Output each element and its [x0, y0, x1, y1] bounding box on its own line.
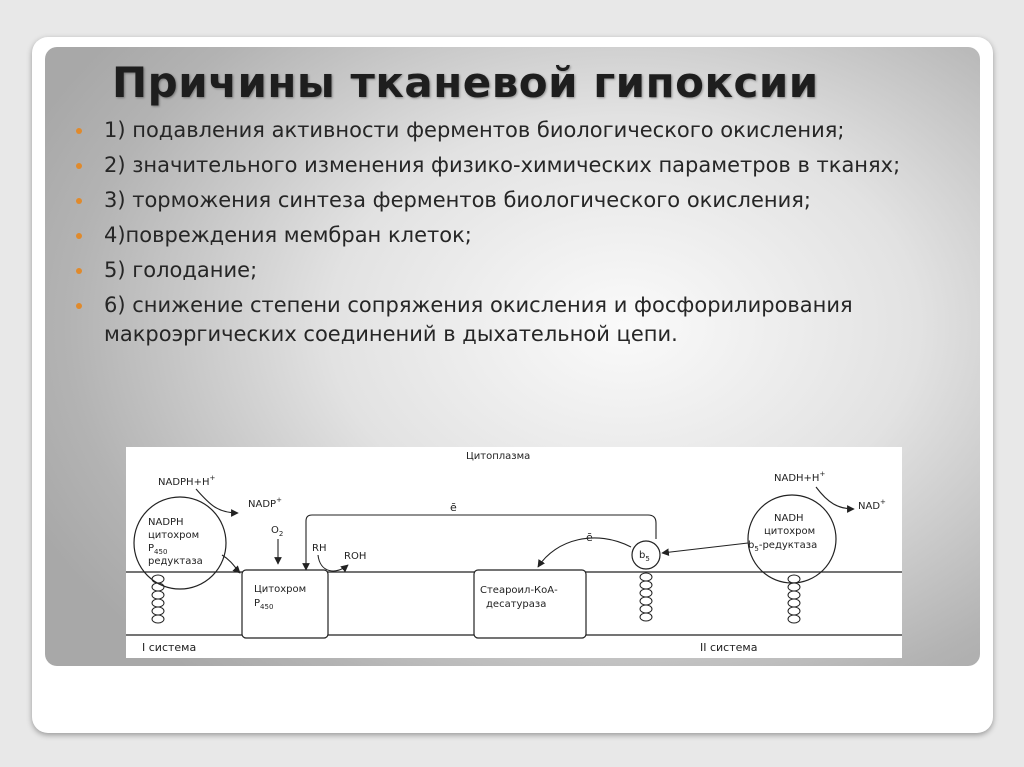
nadh-h-label: NADH+H+ [774, 470, 825, 484]
bullet-dot-icon [76, 128, 82, 134]
bullet-dot-icon [76, 198, 82, 204]
cytochrome-p450-line1: Цитохром [254, 584, 306, 595]
helix-left [151, 574, 165, 624]
bullet-dot-icon [76, 233, 82, 239]
bullet-list: 1) подавления активности ферментов биоло… [72, 116, 952, 355]
nadh-arrow [815, 486, 855, 513]
nadp-label: NADP+ [248, 496, 282, 510]
nadh-to-b5-arrow [661, 542, 749, 557]
nadh-reductase-circle [747, 494, 837, 584]
bullet-text-5: 5) голодание; [104, 258, 258, 282]
bullet-text-3: 3) торможения синтеза ферментов биологич… [104, 188, 811, 212]
system1-label: I система [142, 641, 196, 654]
cytochrome-p450-box [241, 569, 329, 639]
bullet-dot-icon [76, 303, 82, 309]
bullet-item-5: 5) голодание; [72, 256, 952, 285]
cytoplasm-label: Цитоплазма [466, 451, 530, 462]
o2-label: O2 [271, 525, 283, 538]
bullet-item-2: 2) значительного изменения физико-химиче… [72, 151, 952, 180]
helix-b5 [639, 572, 653, 622]
nadph-reductase-line3: P450 [148, 543, 167, 556]
helix-right [787, 574, 801, 624]
nadh-reductase-line2: цитохром [764, 526, 815, 537]
electron-mid-label: ē [586, 531, 593, 544]
reductase-to-p450-arrow [221, 554, 241, 574]
diagram-svg: Цитоплазма I система II система NADPH+H+… [126, 451, 902, 654]
bullet-item-1: 1) подавления активности ферментов биоло… [72, 116, 952, 145]
nadph-reductase-line1: NADPH [148, 517, 184, 528]
bullet-dot-icon [76, 163, 82, 169]
nadh-reductase-line3: b5-редуктаза [748, 540, 817, 553]
roh-label: ROH [344, 551, 366, 562]
rh-label: RH [312, 543, 326, 554]
nadph-reductase-line2: цитохром [148, 530, 199, 541]
bullet-text-6: 6) снижение степени сопряжения окисления… [104, 293, 853, 346]
nadph-reductase-line4: редуктаза [148, 556, 203, 567]
rh-roh-arrow [317, 554, 349, 573]
bullet-item-6: 6) снижение степени сопряжения окисления… [72, 291, 952, 349]
bullet-text-1: 1) подавления активности ферментов биоло… [104, 118, 845, 142]
bullet-dot-icon [76, 268, 82, 274]
electron-transport-diagram: Цитоплазма I система II система NADPH+H+… [126, 447, 902, 658]
slide-title: Причины тканевой гипоксии [112, 58, 819, 107]
bullet-text-2: 2) значительного изменения физико-химиче… [104, 153, 901, 177]
nadph-arrow [195, 488, 239, 517]
electron-top-path [302, 514, 657, 571]
b5-label: b5 [639, 550, 650, 563]
electron-mid-arrow [537, 537, 632, 568]
nad-label: NAD+ [858, 498, 886, 512]
cytochrome-p450-line2: P450 [254, 598, 273, 611]
electron-top-label: ē [450, 501, 457, 514]
nadh-reductase-line1: NADH [774, 513, 804, 524]
system2-label: II система [700, 641, 757, 654]
b5-circle [631, 540, 661, 570]
desaturase-line1: Стеароил-КоА- [480, 585, 558, 596]
bullet-item-3: 3) торможения синтеза ферментов биологич… [72, 186, 952, 215]
bullet-text-4: 4)повреждения мембран клеток; [104, 223, 472, 247]
nadph-h-label: NADPH+H+ [158, 474, 215, 488]
desaturase-line2: десатураза [486, 599, 546, 610]
desaturase-box [473, 569, 587, 639]
bullet-item-4: 4)повреждения мембран клеток; [72, 221, 952, 250]
nadph-reductase-circle [133, 496, 227, 590]
